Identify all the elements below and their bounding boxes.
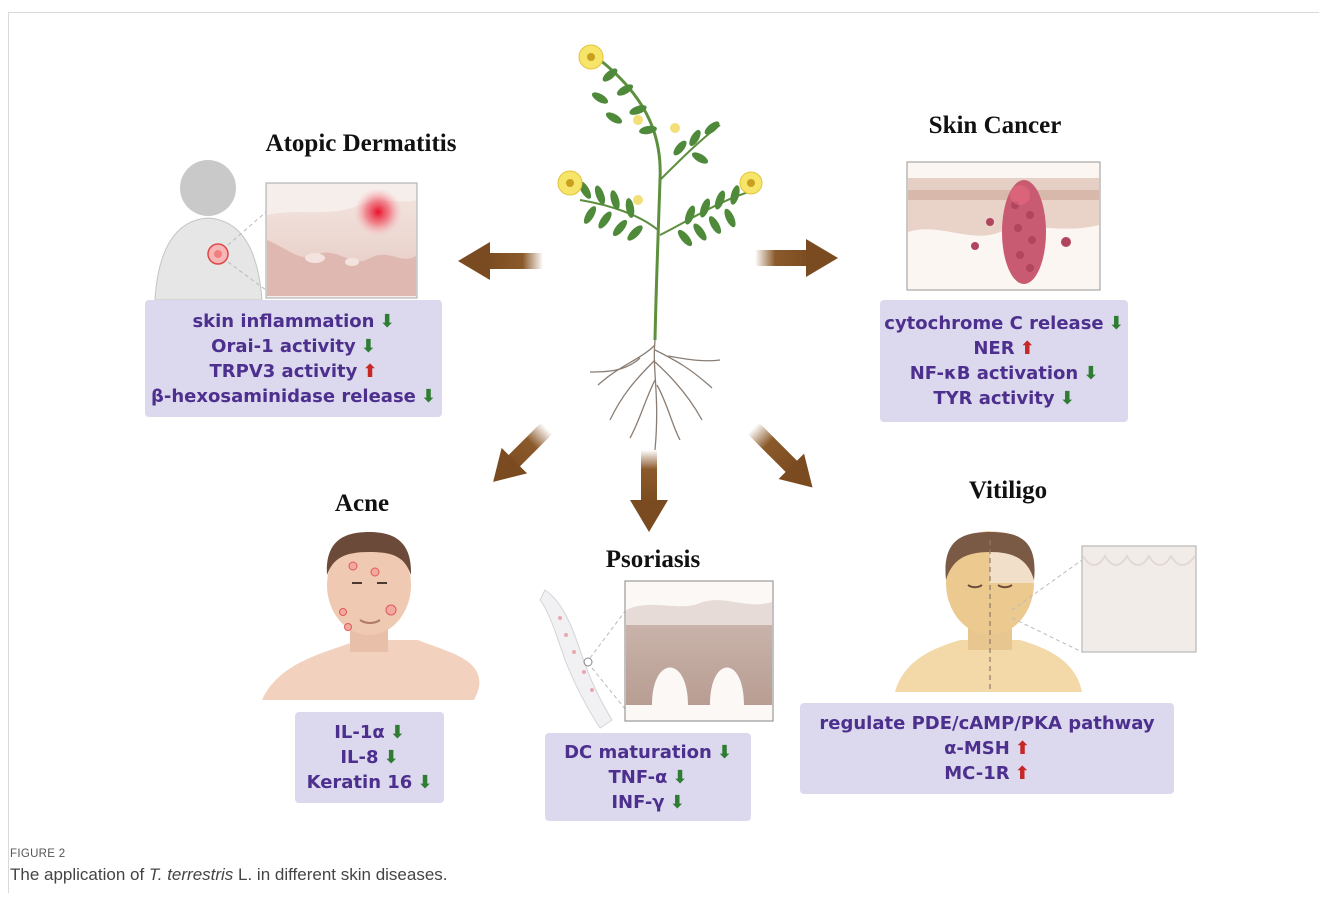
decrease-arrow-icon: ⬇ bbox=[421, 386, 436, 407]
caption-species: T. terrestris bbox=[149, 865, 233, 884]
effect-label: MC-1R bbox=[944, 763, 1009, 784]
effect-label: INF-γ bbox=[611, 792, 664, 813]
caption-text-pre: The application of bbox=[10, 865, 149, 884]
increase-arrow-icon: ⬆ bbox=[1015, 763, 1030, 784]
effect-label: TYR activity bbox=[933, 388, 1054, 409]
effect-item: IL-1α⬇ bbox=[295, 720, 444, 745]
decrease-arrow-icon: ⬇ bbox=[672, 767, 687, 788]
tribulus-plant-illustration bbox=[558, 45, 762, 450]
increase-arrow-icon: ⬆ bbox=[1020, 338, 1035, 359]
skin-cancer-panel bbox=[907, 162, 1100, 290]
decrease-arrow-icon: ⬇ bbox=[417, 772, 432, 793]
effect-item: TNF-α⬇ bbox=[545, 765, 751, 790]
effect-label: TNF-α bbox=[608, 767, 667, 788]
effect-label: β-hexosaminidase release bbox=[151, 386, 416, 407]
effect-item: skin inflammation⬇ bbox=[145, 309, 442, 334]
vitiligo-face-illustration bbox=[895, 531, 1082, 692]
effect-item: MC-1R ⬆ bbox=[800, 761, 1174, 786]
acne-effects-box: IL-1α⬇IL-8⬇Keratin 16⬇ bbox=[295, 712, 444, 803]
skin-cancer-effects-box: cytochrome C release⬇NER⬆NF-κB activatio… bbox=[880, 300, 1128, 422]
effect-item: Orai-1 activity⬇ bbox=[145, 334, 442, 359]
decrease-arrow-icon: ⬇ bbox=[670, 792, 685, 813]
psoriasis-skin-panel bbox=[625, 581, 773, 721]
effect-item: NER ⬆ bbox=[880, 336, 1128, 361]
arrow-to-atopic bbox=[458, 242, 543, 280]
arrow-to-vitiligo bbox=[740, 415, 825, 500]
decrease-arrow-icon: ⬇ bbox=[1060, 388, 1075, 409]
effect-label: α-MSH bbox=[944, 738, 1010, 759]
effect-item: cytochrome C release ⬇ bbox=[880, 311, 1128, 336]
effect-label: TRPV3 activity bbox=[210, 361, 358, 382]
vitiligo-skin-panel bbox=[1082, 546, 1196, 652]
effect-label: DC maturation bbox=[564, 742, 712, 763]
effect-item: INF-γ ⬇ bbox=[545, 790, 751, 815]
effect-label: regulate PDE/cAMP/PKA pathway bbox=[819, 713, 1154, 734]
increase-arrow-icon: ⬆ bbox=[1015, 738, 1030, 759]
atopic-effects-box: skin inflammation⬇Orai-1 activity⬇TRPV3 … bbox=[145, 300, 442, 417]
psoriasis-arm-illustration bbox=[540, 590, 612, 728]
skin-cancer-title: Skin Cancer bbox=[929, 112, 1062, 140]
effect-label: IL-8 bbox=[340, 747, 378, 768]
decrease-arrow-icon: ⬇ bbox=[1083, 363, 1098, 384]
decrease-arrow-icon: ⬇ bbox=[379, 311, 394, 332]
atopic-skin-panel bbox=[266, 183, 417, 298]
caption-text-post: L. in different skin diseases. bbox=[233, 865, 447, 884]
decrease-arrow-icon: ⬇ bbox=[384, 747, 399, 768]
effect-label: skin inflammation bbox=[192, 311, 374, 332]
effect-item: TRPV3 activity⬆ bbox=[145, 359, 442, 384]
effect-label: cytochrome C release bbox=[884, 313, 1103, 334]
arrow-to-psoriasis bbox=[630, 450, 668, 532]
effect-label: Orai-1 activity bbox=[211, 336, 356, 357]
psoriasis-effects-box: DC maturation⬇TNF-α⬇INF-γ⬇ bbox=[545, 733, 751, 821]
effect-item: NF-κB activation⬇ bbox=[880, 361, 1128, 386]
arrow-to-acne bbox=[480, 415, 559, 494]
effect-item: Keratin 16⬇ bbox=[295, 770, 444, 795]
increase-arrow-icon: ⬆ bbox=[362, 361, 377, 382]
atopic-dermatitis-title: Atopic Dermatitis bbox=[266, 130, 457, 158]
decrease-arrow-icon: ⬇ bbox=[390, 722, 405, 743]
effect-item: regulate PDE/cAMP/PKA pathway bbox=[800, 711, 1174, 736]
figure-caption: The application of T. terrestris L. in d… bbox=[10, 865, 448, 885]
effect-label: NER bbox=[973, 338, 1014, 359]
acne-title: Acne bbox=[335, 490, 389, 518]
effect-item: DC maturation⬇ bbox=[545, 740, 751, 765]
decrease-arrow-icon: ⬇ bbox=[1109, 313, 1124, 334]
arrow-to-skin-cancer bbox=[755, 239, 838, 277]
effect-item: α-MSH⬆ bbox=[800, 736, 1174, 761]
effect-item: IL-8 ⬇ bbox=[295, 745, 444, 770]
figure-label: FIGURE 2 bbox=[10, 848, 65, 860]
effect-item: TYR activity ⬇ bbox=[880, 386, 1128, 411]
acne-face-illustration bbox=[262, 532, 479, 700]
effect-label: NF-κB activation bbox=[910, 363, 1078, 384]
effect-label: Keratin 16 bbox=[307, 772, 413, 793]
decrease-arrow-icon: ⬇ bbox=[717, 742, 732, 763]
effect-label: IL-1α bbox=[334, 722, 385, 743]
decrease-arrow-icon: ⬇ bbox=[361, 336, 376, 357]
vitiligo-title: Vitiligo bbox=[969, 477, 1047, 505]
effect-item: β-hexosaminidase release⬇ bbox=[145, 384, 442, 409]
psoriasis-title: Psoriasis bbox=[606, 546, 700, 574]
